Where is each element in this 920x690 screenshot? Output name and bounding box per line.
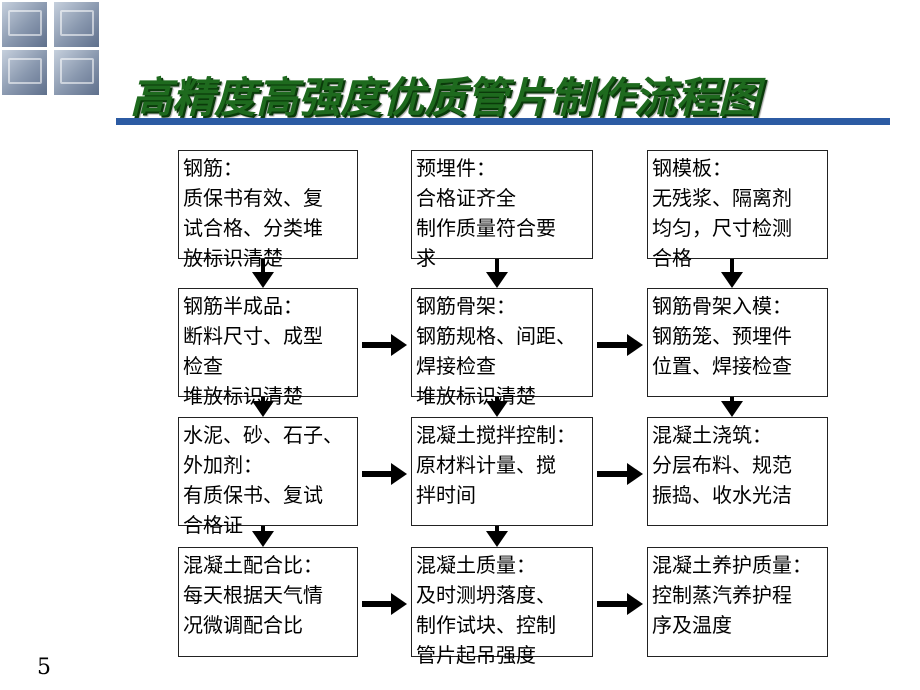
box-text-line: 钢筋笼、预埋件 [652, 324, 792, 348]
box-text-line: 混凝土质量： [416, 553, 536, 577]
box-text-line: 钢模板： [652, 156, 732, 180]
box-text-line: 合格 [652, 246, 692, 270]
decorative-photo-tile [2, 50, 47, 95]
box-text-line: 合格证齐全 [416, 186, 516, 210]
flow-arrow-right [597, 462, 643, 485]
box-text-line: 断料尺寸、成型 [183, 324, 323, 348]
box-text-line: 混凝土配合比： [183, 553, 323, 577]
process-box-b41: 混凝土配合比： 每天根据天气情况微调配合比 [178, 547, 358, 657]
box-text-line: 检查 [183, 354, 223, 378]
process-box-b22: 钢筋骨架： 钢筋规格、间距、焊接检查堆放标识清楚 [411, 288, 593, 408]
box-text-line: 制作试块、控制 [416, 613, 556, 637]
box-text-line: 及时测坍落度、 [416, 583, 556, 607]
box-text-line: 拌时间 [416, 483, 476, 507]
decorative-photo-tile [54, 2, 99, 47]
flow-arrow-right [597, 593, 643, 616]
box-text-line: 混凝土养护质量： [652, 553, 812, 577]
box-text-line: 外加剂： [183, 453, 263, 477]
box-text-line: 钢筋规格、间距、 [416, 324, 576, 348]
box-text-line: 堆放标识清楚 [416, 384, 536, 408]
page-title: 高精度高强度优质管片制作流程图 [130, 73, 761, 122]
flow-arrow-right [597, 333, 643, 356]
box-text-line: 均匀，尺寸检测 [652, 216, 792, 240]
box-text-line: 无残浆、隔离剂 [652, 186, 792, 210]
box-text-line: 每天根据天气情 [183, 583, 323, 607]
title-underline [116, 118, 890, 125]
decorative-photo-tile [54, 50, 99, 95]
process-box-b23: 钢筋骨架入模： 钢筋笼、预埋件位置、焊接检查 [647, 288, 828, 397]
process-box-b33: 混凝土浇筑： 分层布料、规范振捣、收水光洁 [647, 417, 828, 526]
box-text-line: 钢筋骨架： [416, 294, 516, 318]
box-text-line: 堆放标识清楚 [183, 384, 303, 408]
box-text-line: 钢筋： [183, 156, 243, 180]
box-text-line: 况微调配合比 [183, 613, 303, 637]
box-text-line: 振捣、收水光洁 [652, 483, 792, 507]
box-text-line: 制作质量符合要 [416, 216, 556, 240]
process-box-b32: 混凝土搅拌控制： 原材料计量、搅拌时间 [411, 417, 593, 526]
decorative-photo-tile [2, 2, 47, 47]
box-text-line: 混凝土浇筑： [652, 423, 772, 447]
box-text-line: 钢筋骨架入模： [652, 294, 792, 318]
flow-arrow-right [362, 593, 407, 616]
box-text-line: 位置、焊接检查 [652, 354, 792, 378]
box-text-line: 序及温度 [652, 613, 732, 637]
box-text-line: 有质保书、复试 [183, 483, 323, 507]
flow-arrow-right [362, 462, 407, 485]
box-text-line: 合格证 [183, 513, 243, 537]
box-text-line: 试合格、分类堆 [183, 216, 323, 240]
process-box-b31: 水泥、砂、石子、外加剂： 有质保书、复试合格证 [178, 417, 358, 537]
page-number: 5 [37, 655, 51, 680]
box-text-line: 求 [416, 246, 436, 270]
process-box-b42: 混凝土质量： 及时测坍落度、制作试块、控制管片起吊强度 [411, 547, 593, 667]
process-box-b43: 混凝土养护质量： 控制蒸汽养护程序及温度 [647, 547, 828, 657]
box-text-line: 质保书有效、复 [183, 186, 323, 210]
box-text-line: 预埋件： [416, 156, 496, 180]
process-box-b21: 钢筋半成品： 断料尺寸、成型检查堆放标识清楚 [178, 288, 358, 408]
flow-arrow-right [362, 333, 407, 356]
process-box-b12: 预埋件： 合格证齐全制作质量符合要求 [411, 150, 593, 270]
box-text-line: 混凝土搅拌控制： [416, 423, 576, 447]
box-text-line: 放标识清楚 [183, 246, 283, 270]
box-text-line: 水泥、砂、石子、 [183, 423, 343, 447]
box-text-line: 钢筋半成品： [183, 294, 303, 318]
box-text-line: 分层布料、规范 [652, 453, 792, 477]
box-text-line: 控制蒸汽养护程 [652, 583, 792, 607]
box-text-line: 原材料计量、搅 [416, 453, 556, 477]
process-box-b13: 钢模板： 无残浆、隔离剂均匀，尺寸检测合格 [647, 150, 828, 270]
box-text-line: 焊接检查 [416, 354, 496, 378]
box-text-line: 管片起吊强度 [416, 643, 536, 667]
process-box-b11: 钢筋： 质保书有效、复试合格、分类堆放标识清楚 [178, 150, 358, 270]
